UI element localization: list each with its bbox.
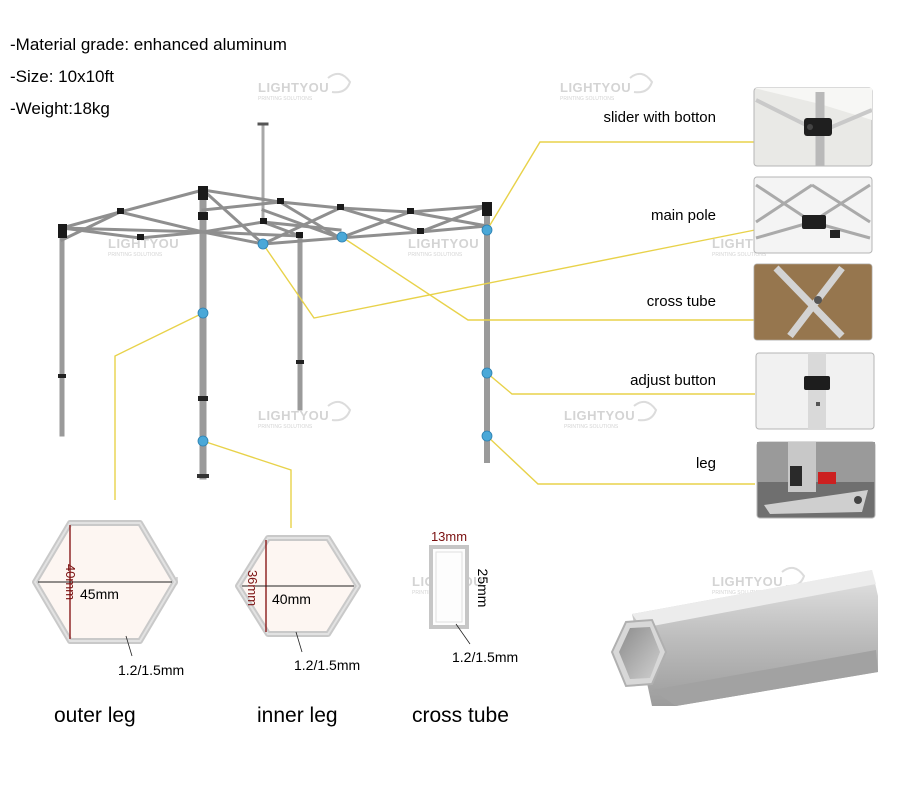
cross-tube-width: 13mm xyxy=(431,529,467,544)
joint-dots xyxy=(197,224,493,447)
svg-text:LIGHTYOU: LIGHTYOU xyxy=(258,408,329,423)
outer-leg-title: outer leg xyxy=(54,704,136,727)
svg-text:LIGHTYOU: LIGHTYOU xyxy=(108,236,179,251)
svg-text:LIGHTYOU: LIGHTYOU xyxy=(560,80,631,95)
inner-leg-thickness: 1.2/1.5mm xyxy=(294,657,360,673)
inner-leg-height: 36mm xyxy=(245,570,260,606)
cross-tube-thickness: 1.2/1.5mm xyxy=(452,649,518,665)
watermark-7: LIGHTYOU PRINTING SOLUTIONS xyxy=(564,400,658,430)
spec-material: -Material grade: enhanced aluminum xyxy=(10,35,287,54)
callout-main-pole: main pole xyxy=(651,207,716,224)
outer-leg-width: 45mm xyxy=(80,586,119,602)
watermark-4: LIGHTYOU PRINTING SOLUTIONS xyxy=(408,236,479,258)
callout-slider-with-botton: slider with botton xyxy=(603,109,716,126)
outer-leg-thickness: 1.2/1.5mm xyxy=(118,662,184,678)
watermark-3: LIGHTYOU PRINTING SOLUTIONS xyxy=(108,236,179,258)
photo-cross-tube xyxy=(753,263,873,341)
inner-leg-width: 40mm xyxy=(272,591,311,607)
hexagonal-tube-render xyxy=(610,570,878,706)
svg-text:PRINTING SOLUTIONS: PRINTING SOLUTIONS xyxy=(258,424,313,430)
svg-text:LIGHTYOU: LIGHTYOU xyxy=(408,236,479,251)
svg-text:PRINTING SOLUTIONS: PRINTING SOLUTIONS xyxy=(712,590,767,596)
svg-text:PRINTING SOLUTIONS: PRINTING SOLUTIONS xyxy=(108,252,163,258)
photo-leg xyxy=(756,441,876,519)
callout-leg: leg xyxy=(696,455,716,472)
cross-tube-height: 25mm xyxy=(475,569,491,608)
callout-adjust-button: adjust button xyxy=(630,372,716,389)
svg-text:PRINTING SOLUTIONS: PRINTING SOLUTIONS xyxy=(712,252,767,258)
watermark-6: LIGHTYOU PRINTING SOLUTIONS xyxy=(258,400,352,430)
svg-text:PRINTING SOLUTIONS: PRINTING SOLUTIONS xyxy=(258,96,313,102)
tent-frame xyxy=(58,122,492,480)
svg-text:LIGHTYOU: LIGHTYOU xyxy=(258,80,329,95)
svg-text:PRINTING SOLUTIONS: PRINTING SOLUTIONS xyxy=(408,252,463,258)
outer-leg-profile: 40mm 45mm 1.2/1.5mm outer leg xyxy=(32,520,184,727)
photo-main-pole xyxy=(753,176,873,254)
svg-text:PRINTING SOLUTIONS: PRINTING SOLUTIONS xyxy=(564,424,619,430)
outer-leg-height: 40mm xyxy=(63,564,78,600)
cross-tube-profile: 13mm 25mm 1.2/1.5mm cross tube xyxy=(412,529,518,727)
spec-size: -Size: 10x10ft xyxy=(10,67,114,86)
inner-leg-profile: 36mm 40mm 1.2/1.5mm inner leg xyxy=(235,535,361,727)
watermark-2: LIGHTYOU PRINTING SOLUTIONS xyxy=(560,72,654,102)
inner-leg-title: inner leg xyxy=(257,704,338,727)
svg-text:LIGHTYOU: LIGHTYOU xyxy=(564,408,635,423)
watermark-1: LIGHTYOU PRINTING SOLUTIONS xyxy=(258,72,352,102)
spec-weight: -Weight:18kg xyxy=(10,99,110,118)
leader-lines xyxy=(114,141,756,528)
photo-adjust-button xyxy=(755,352,875,430)
callout-cross-tube: cross tube xyxy=(647,293,716,310)
photo-slider xyxy=(753,87,873,167)
svg-text:PRINTING SOLUTIONS: PRINTING SOLUTIONS xyxy=(560,96,615,102)
cross-tube-title: cross tube xyxy=(412,704,509,727)
svg-text:LIGHTYOU: LIGHTYOU xyxy=(712,574,783,589)
